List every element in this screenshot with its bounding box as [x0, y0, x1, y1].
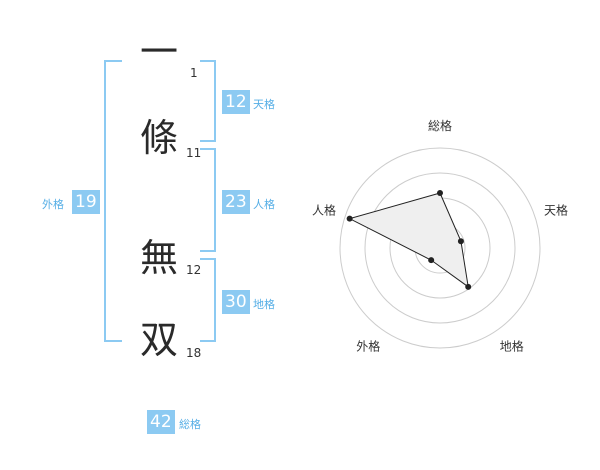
jinkaku-label: 人格 [253, 198, 275, 211]
radar-axis-label-3: 地格 [500, 339, 524, 354]
radar-point-3 [465, 283, 472, 290]
gaikaku-score: 19 [72, 190, 100, 214]
chikaku-score: 30 [222, 290, 250, 314]
radar-axis-label-2: 天格 [544, 202, 568, 217]
name-char-2: 條 [140, 116, 179, 160]
tenkaku-score: 12 [222, 90, 250, 114]
radar-ring-3 [364, 172, 516, 324]
radar-point-1 [437, 190, 443, 196]
jinkaku-bracket [200, 148, 216, 252]
tenkaku-label: 天格 [253, 98, 275, 111]
radar-point-4 [428, 257, 435, 264]
name-char-1: 一 [140, 30, 179, 74]
stroke-count-1: 1 [190, 66, 198, 80]
name-char-4: 双 [140, 318, 179, 362]
chikaku-bracket [200, 258, 216, 342]
soukaku-score: 42 [147, 410, 175, 434]
gaikaku-bracket [104, 60, 122, 342]
radar-point-5 [346, 215, 353, 222]
name-char-3: 無 [140, 236, 179, 280]
radar-area [348, 192, 469, 288]
tenkaku-bracket [200, 60, 216, 142]
stroke-count-4: 18 [186, 346, 202, 360]
radar-axis-label-1: 総格 [428, 118, 452, 133]
stroke-count-3: 12 [186, 263, 202, 277]
stroke-count-2: 11 [186, 146, 202, 160]
radar-axis-label-4: 外格 [356, 339, 380, 354]
jinkaku-score: 23 [222, 190, 250, 214]
soukaku-label: 総格 [179, 418, 201, 431]
radar-ring-4 [339, 147, 541, 349]
radar-point-2 [457, 238, 464, 245]
radar-axis-label-5: 人格 [312, 202, 336, 217]
chikaku-label: 地格 [253, 298, 275, 311]
gaikaku-label: 外格 [42, 198, 64, 211]
